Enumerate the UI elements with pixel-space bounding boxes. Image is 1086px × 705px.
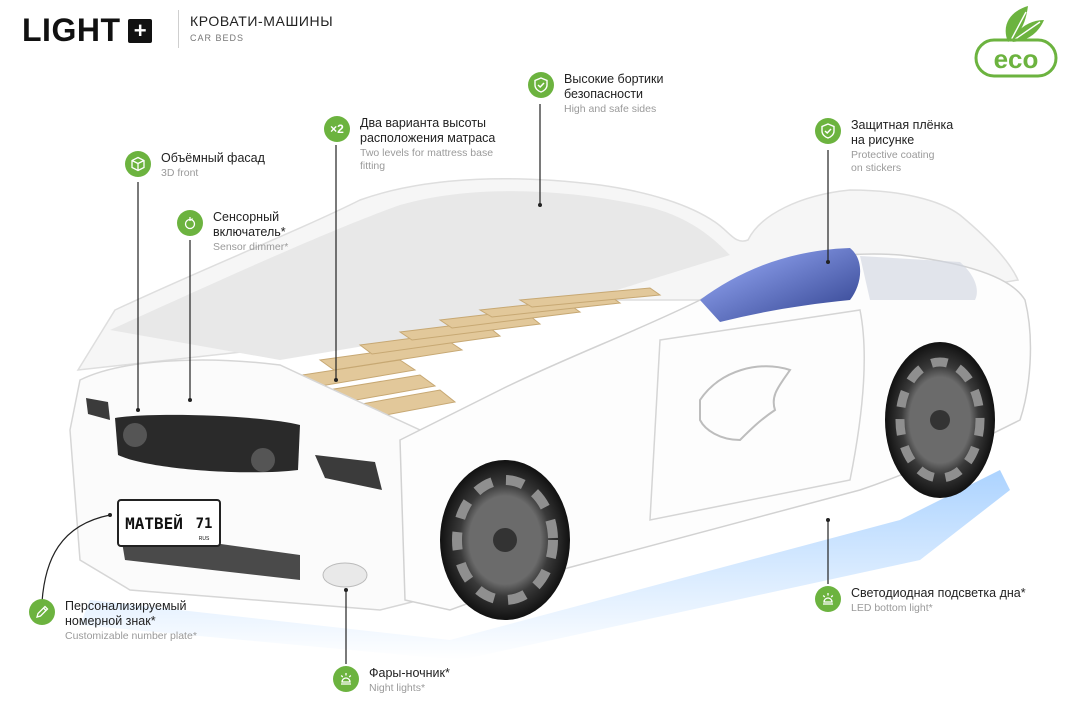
windshield <box>700 248 861 322</box>
feature-high-sides: Высокие бортики безопасности High and sa… <box>528 72 664 116</box>
feature-led-light-en: LED bottom light* <box>851 602 933 614</box>
lamp-icon <box>333 666 359 692</box>
door-outline <box>649 309 865 521</box>
front-wheel <box>440 460 570 620</box>
cube-icon <box>125 151 151 177</box>
feature-protective-coating-ru: Защитная плёнка на рисунке <box>851 118 954 147</box>
plate-region: 71 <box>196 516 213 532</box>
feature-high-sides-ru: Высокие бортики безопасности <box>564 72 664 101</box>
feature-sensor-dimmer: Сенсорный включатель* Sensor dimmer* <box>177 210 288 254</box>
headlight-right <box>315 455 382 490</box>
shield-check-icon <box>528 72 554 98</box>
pencil-icon <box>29 599 55 625</box>
feature-high-sides-en: High and safe sides <box>564 103 657 115</box>
callout-lines <box>41 104 829 664</box>
feature-protective-coating-en: Protective coating on stickers <box>851 149 935 174</box>
touch-icon <box>177 210 203 236</box>
shield-check-icon <box>815 118 841 144</box>
feature-3d-front-en: 3D front <box>161 167 199 179</box>
feature-number-plate-en: Customizable number plate* <box>65 630 197 642</box>
rear-wheel <box>885 342 995 498</box>
eco-logo-icon: eco <box>974 6 1058 78</box>
plate-name: МАТВЕЙ <box>125 514 183 533</box>
night-light <box>322 562 368 588</box>
feature-sensor-dimmer-en: Sensor dimmer* <box>213 241 289 253</box>
feature-led-light-ru: Светодиодная подсветка дна* <box>851 586 1026 600</box>
feature-3d-front-ru: Объёмный фасад <box>161 151 265 165</box>
feature-led-light: Светодиодная подсветка дна* LED bottom l… <box>815 586 1026 615</box>
plate-country: RUS <box>199 536 210 542</box>
x2-icon: ×2 <box>324 116 350 142</box>
feature-protective-coating: Защитная плёнка на рисунке Protective co… <box>815 118 953 175</box>
headlight-left <box>86 398 110 420</box>
header-divider <box>178 10 179 48</box>
mattress-slats <box>268 287 662 429</box>
feature-night-lights-ru: Фары-ночник* <box>369 666 450 680</box>
eco-logo-text: eco <box>994 44 1039 74</box>
feature-number-plate-ru: Персонализируемый номерной знак* <box>65 599 187 628</box>
fog-light-right <box>251 448 275 472</box>
lamp-icon <box>815 586 841 612</box>
feature-mattress-levels: ×2 Два варианта высоты расположения матр… <box>324 116 495 173</box>
feature-number-plate: Персонализируемый номерной знак* Customi… <box>29 599 197 643</box>
feature-mattress-levels-en: Two levels for mattress base fitting <box>360 147 494 172</box>
category-subtitle: CAR BEDS <box>190 33 245 43</box>
led-glow <box>80 470 1010 660</box>
brand-plus-icon: + <box>128 18 153 43</box>
category-title: КРОВАТИ-МАШИНЫ <box>190 13 334 29</box>
side-window <box>860 256 977 300</box>
fog-light-left <box>123 423 147 447</box>
brand-logo: LIGHT + <box>22 12 153 49</box>
feature-sensor-dimmer-ru: Сенсорный включатель* <box>213 210 286 239</box>
feature-3d-front: Объёмный фасад 3D front <box>125 151 265 180</box>
feature-night-lights-en: Night lights* <box>369 682 426 694</box>
brand-name: LIGHT <box>22 12 121 48</box>
inner-wall <box>110 191 730 360</box>
horse-sticker-icon <box>699 365 792 442</box>
feature-mattress-levels-ru: Два варианта высоты расположения матраса <box>360 116 496 145</box>
callout-dots <box>108 203 830 592</box>
feature-night-lights: Фары-ночник* Night lights* <box>333 666 450 695</box>
number-plate: МАТВЕЙ 71 RUS <box>117 499 221 547</box>
